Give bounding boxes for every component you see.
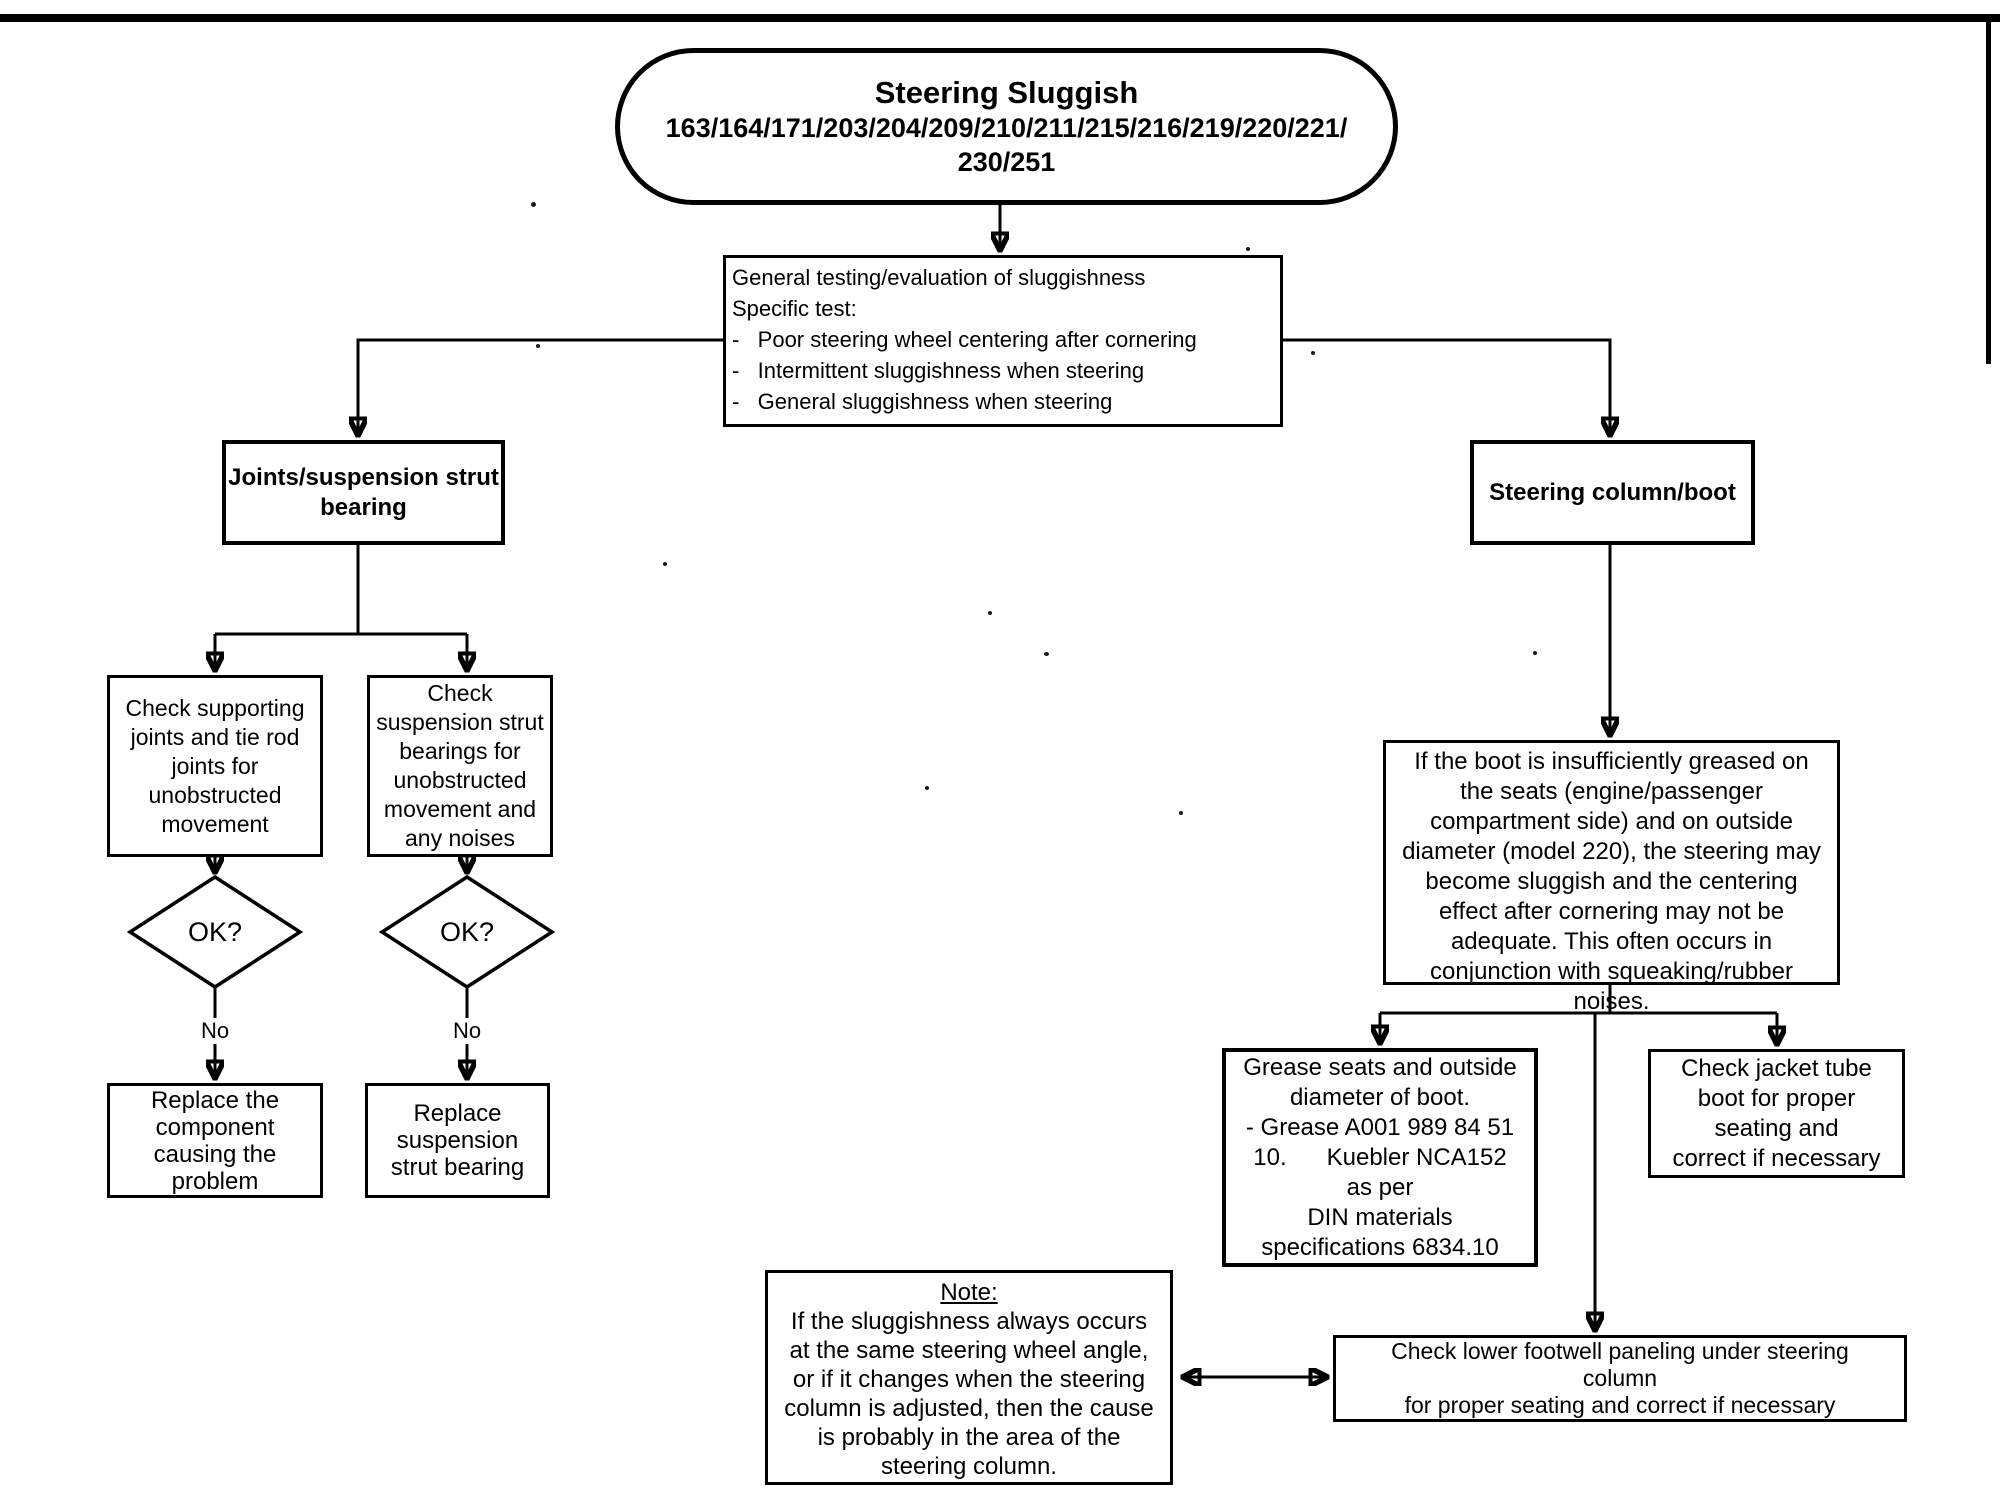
scan-speck	[1311, 351, 1315, 355]
scan-speck	[1533, 651, 1537, 655]
check-strut-bearings-node: Check suspension strut bearings for unob…	[367, 675, 553, 857]
check-footwell-paneling-node: Check lower footwell paneling under stee…	[1333, 1335, 1907, 1422]
connector-general-to-joints	[358, 338, 723, 434]
replace-strut-bearing-node: Replace suspension strut bearing	[365, 1083, 550, 1198]
grease-seats-node: Grease seats and outside diameter of boo…	[1222, 1048, 1538, 1267]
scan-speck	[663, 562, 667, 566]
note-title: Note:	[940, 1279, 998, 1306]
decision-label-strut: OK?	[427, 912, 507, 952]
decision-label-supporting: OK?	[175, 912, 255, 952]
branch-joints-suspension-node: Joints/suspension strut bearing	[222, 440, 505, 545]
general-testing-node: General testing/evaluation of sluggishne…	[723, 255, 1283, 427]
start-node-title: Steering Sluggish	[874, 74, 1139, 110]
scan-speck	[925, 786, 929, 790]
scan-speck	[1179, 811, 1183, 815]
boot-grease-info-node: If the boot is insufficiently greased on…	[1383, 740, 1840, 1015]
no-edge-label-supporting: No	[190, 1018, 240, 1044]
start-node-steering-sluggish: Steering Sluggish 163/164/171/203/204/20…	[615, 48, 1398, 205]
start-node-model-codes: 163/164/171/203/204/209/210/211/215/216/…	[665, 112, 1348, 177]
note-node: Note: If the sluggishness always occurs …	[765, 1270, 1173, 1485]
replace-component-node: Replace the component causing the proble…	[107, 1083, 323, 1198]
scan-speck	[536, 344, 540, 348]
scan-speck	[988, 611, 992, 615]
scan-speck	[531, 202, 536, 207]
no-edge-label-strut: No	[442, 1018, 492, 1044]
page-top-rule	[0, 14, 2000, 22]
scan-edge-artifact	[1986, 14, 1991, 364]
note-body: If the sluggishness always occurs at the…	[784, 1308, 1154, 1480]
check-jacket-tube-node: Check jacket tube boot for proper seatin…	[1648, 1049, 1905, 1178]
scan-speck	[1044, 652, 1049, 656]
scan-speck	[1246, 247, 1250, 251]
connector-general-to-steering-column	[1283, 338, 1610, 434]
branch-steering-column-node: Steering column/boot	[1470, 440, 1755, 545]
check-supporting-joints-node: Check supporting joints and tie rod join…	[107, 675, 323, 857]
